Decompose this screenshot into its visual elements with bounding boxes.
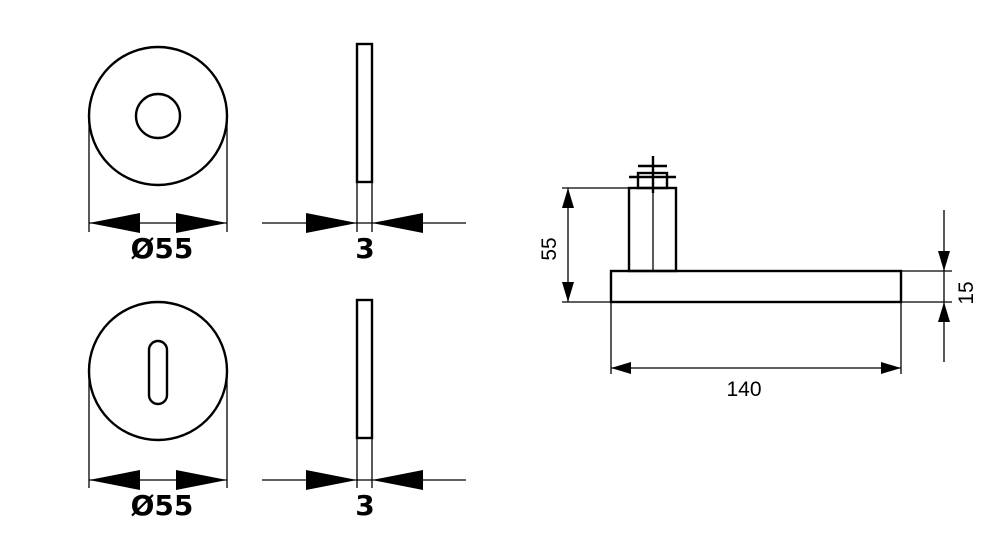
keyhole-rosette-side-view <box>355 298 374 440</box>
round-rosette-outline <box>87 45 229 187</box>
arrow-left <box>306 213 357 233</box>
arrow-left <box>306 470 357 490</box>
arrow-right <box>372 213 423 233</box>
keyhole-rosette-outline <box>87 300 229 442</box>
round-rosette-thickness-dimension: 3 <box>262 182 466 265</box>
arrow-right <box>176 470 227 490</box>
round-rosette-diameter-dimension: Ø55 <box>88 116 228 265</box>
diameter-label: Ø55 <box>131 489 194 522</box>
keyhole-slot <box>147 339 169 406</box>
arrow-top <box>938 251 950 271</box>
lever-arm <box>609 269 903 304</box>
rosette-plate-side <box>355 42 374 184</box>
keyhole-rosette-diameter-dimension: Ø55 <box>88 371 228 522</box>
arrow-top <box>562 188 574 208</box>
arrow-left <box>89 213 140 233</box>
arrow-bottom <box>938 302 950 322</box>
lever-handle-side-view <box>609 156 903 304</box>
arrow-right <box>881 362 901 374</box>
length-label: 140 <box>726 378 761 401</box>
arrow-right <box>372 470 423 490</box>
thickness-label: 15 <box>955 281 978 304</box>
height-label: 55 <box>538 237 561 260</box>
arrow-bottom <box>562 282 574 302</box>
keyhole-rosette-front-view <box>87 300 229 442</box>
arrow-left <box>611 362 631 374</box>
rosette-plate-side <box>355 298 374 440</box>
handle-length-dimension: 140 <box>610 302 902 401</box>
round-rosette-front-view <box>87 45 229 187</box>
handle-height-dimension: 55 <box>538 187 629 303</box>
round-rosette-side-view <box>355 42 374 184</box>
thickness-label: 3 <box>355 489 374 522</box>
spindle-hole <box>134 92 182 140</box>
diameter-label: Ø55 <box>131 232 194 265</box>
keyhole-rosette-thickness-dimension: 3 <box>262 438 466 522</box>
handle-thickness-dimension: 15 <box>901 210 978 362</box>
thickness-label: 3 <box>355 232 374 265</box>
arrow-right <box>176 213 227 233</box>
arrow-left <box>89 470 140 490</box>
